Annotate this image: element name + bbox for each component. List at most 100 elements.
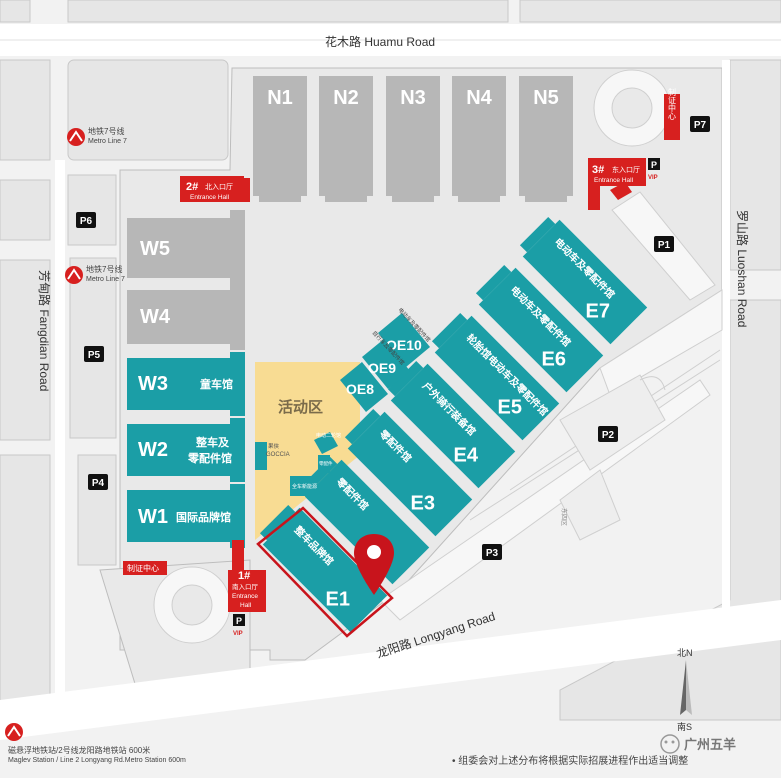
compass-icon: 北N 南S (677, 648, 693, 732)
kiosk-small3[interactable] (290, 476, 314, 496)
hall-e4-label: E4 (453, 445, 478, 467)
entrance-1-en2: Hall (240, 602, 252, 609)
hall-n4-label: N4 (466, 87, 492, 109)
permit-center-left[interactable]: 制证中心 (123, 561, 167, 575)
metro-bottom-en: Maglev Station / Line 2 Longyang Rd.Metr… (8, 757, 186, 764)
metro-bottom-cn: 磁悬浮地铁站/2号线龙阳路地铁站 600米 (8, 746, 151, 755)
goccia-booth[interactable]: 果侠 GOCCIA (255, 442, 290, 470)
hall-e6-label: E6 (541, 349, 565, 371)
parking-p7-badge[interactable]: P7 (690, 116, 710, 132)
hall-oe8[interactable]: OE8 (340, 362, 388, 412)
hall-n1[interactable]: N1 (253, 76, 307, 202)
metro-line7-top-en: Metro Line 7 (88, 138, 127, 145)
parking-p5-badge[interactable]: P5 (84, 346, 104, 362)
entrance-1-en1: Entrance (232, 593, 258, 600)
hall-w4-label: W4 (140, 306, 171, 328)
watermark: 广州五羊 (660, 734, 736, 754)
parking-vip-east-label: VIP (648, 175, 658, 181)
hall-n4[interactable]: N4 (452, 76, 506, 202)
parking-vip-south-p: P (236, 616, 242, 626)
hall-e7-label: E7 (585, 301, 609, 323)
entrance-2-num: 2# (186, 181, 198, 193)
hall-n5-label: N5 (533, 87, 559, 109)
kiosk-small2-label: 零配件 (319, 460, 333, 467)
hall-w3-label: W3 (138, 373, 168, 395)
metro-line7-top-icon (67, 128, 85, 146)
permit-center-right[interactable]: 制证中心 (664, 87, 680, 140)
hall-e3-label: E3 (410, 493, 434, 515)
hall-e1-label: E1 (325, 589, 349, 611)
hall-w3[interactable]: W3 童车馆 (127, 352, 245, 416)
hall-n3-label: N3 (400, 87, 426, 109)
compass-south: 南S (677, 721, 692, 732)
metro-line7-mid-cn: 地铁7号线 (86, 265, 123, 274)
parking-vip-east-p: P (651, 160, 657, 170)
location-pin-icon (354, 534, 394, 595)
footnote: • 组委会对上述分布将根据实际招展进程作出适当调整 (452, 756, 689, 767)
metro-bottom-icon (5, 723, 23, 741)
metro-line7-top-cn: 地铁7号线 (88, 127, 125, 136)
hall-oe9-label: OE9 (368, 360, 396, 376)
hall-n3[interactable]: N3 (386, 76, 440, 202)
hall-n2[interactable]: N2 (319, 76, 373, 202)
permit-center-left-label: 制证中心 (127, 563, 159, 573)
hall-w5[interactable]: W5 (127, 210, 245, 286)
parking-p4-badge[interactable]: P4 (88, 474, 108, 490)
parking-vip-east[interactable]: P VIP (648, 158, 660, 181)
hall-n2-label: N2 (333, 87, 359, 109)
entrance-hall-3[interactable]: 3# 东入口厅 Entrance Hall (588, 158, 646, 210)
parking-vip-south[interactable]: P VIP (233, 614, 245, 637)
entrance-1-cn: 南入口厅 (232, 582, 259, 591)
kiosk-small1-label: 电动二轮馆 (316, 432, 341, 439)
hall-n1-label: N1 (267, 87, 293, 109)
metro-line7-mid-icon (65, 266, 83, 284)
compass-north: 北N (677, 648, 693, 658)
hall-w2-desc2: 零配件馆 (187, 451, 232, 465)
metro-line7-mid-en: Metro Line 7 (86, 276, 125, 283)
kiosk-small2[interactable] (318, 455, 330, 473)
entrance-1-num: 1# (238, 570, 250, 582)
parking-vip-south-label: VIP (233, 631, 243, 637)
hall-w3-desc: 童车馆 (200, 377, 233, 391)
hall-e5-label: E5 (497, 397, 521, 419)
goccia-cn: 果侠 (268, 442, 280, 450)
kiosk-small1[interactable] (314, 432, 338, 454)
hall-w1-label: W1 (138, 506, 168, 528)
parking-p6-badge[interactable]: P6 (76, 212, 96, 228)
e1-highlight-box (256, 506, 394, 638)
metro-line7-top: 地铁7号线 Metro Line 7 (88, 127, 127, 147)
parking-p3-badge[interactable]: P3 (482, 544, 502, 560)
hall-w4[interactable]: W4 (127, 284, 245, 350)
parking-p2-badge[interactable]: P2 (598, 426, 618, 442)
hall-w2[interactable]: W2 整车及 零配件馆 (127, 418, 245, 482)
entrance-3-num: 3# (592, 164, 604, 176)
metro-line7-mid: 地铁7号线 Metro Line 7 (86, 265, 125, 285)
parking-p1-badge[interactable]: P1 (654, 236, 674, 252)
parking-p5-label: P5 (88, 350, 101, 361)
entrance-hall-2[interactable]: 2# 北入口厅 Entrance Hall (180, 176, 250, 202)
entrance-hall-1[interactable]: 1# 南入口厅 Entrance Hall (228, 540, 266, 612)
entrance-3-cn: 东入口厅 (612, 165, 640, 174)
hall-oe8-label: OE8 (346, 381, 374, 397)
hall-oe10[interactable]: OE10 (378, 313, 430, 367)
entrance-2-en: Entrance Hall (190, 194, 230, 201)
hall-n5[interactable]: N5 (519, 76, 573, 202)
hall-oe9[interactable]: OE9 (362, 339, 410, 389)
permit-center-right-label: 制证中心 (668, 87, 677, 120)
watermark-label: 广州五羊 (684, 737, 736, 752)
hall-w1-desc: 国际品牌馆 (176, 510, 231, 524)
hall-w2-label: W2 (138, 439, 168, 461)
activity-area (255, 362, 360, 540)
kiosk-small3-label: 全车新能源 (292, 483, 317, 490)
hall-w5-label: W5 (140, 238, 170, 260)
road-fangdian: 芳甸路 Fangdian Road (37, 270, 52, 391)
hall-w1[interactable]: W1 国际品牌馆 (127, 484, 245, 548)
road-luoshan: 罗山路 Luoshan Road (735, 210, 750, 327)
metro-bottom: 磁悬浮地铁站/2号线龙阳路地铁站 600米 Maglev Station / L… (8, 746, 186, 766)
activity-area-label: 活动区 (278, 398, 323, 416)
parking-p4-label: P4 (92, 478, 105, 489)
east-zone-label: 东四区 (560, 508, 568, 526)
